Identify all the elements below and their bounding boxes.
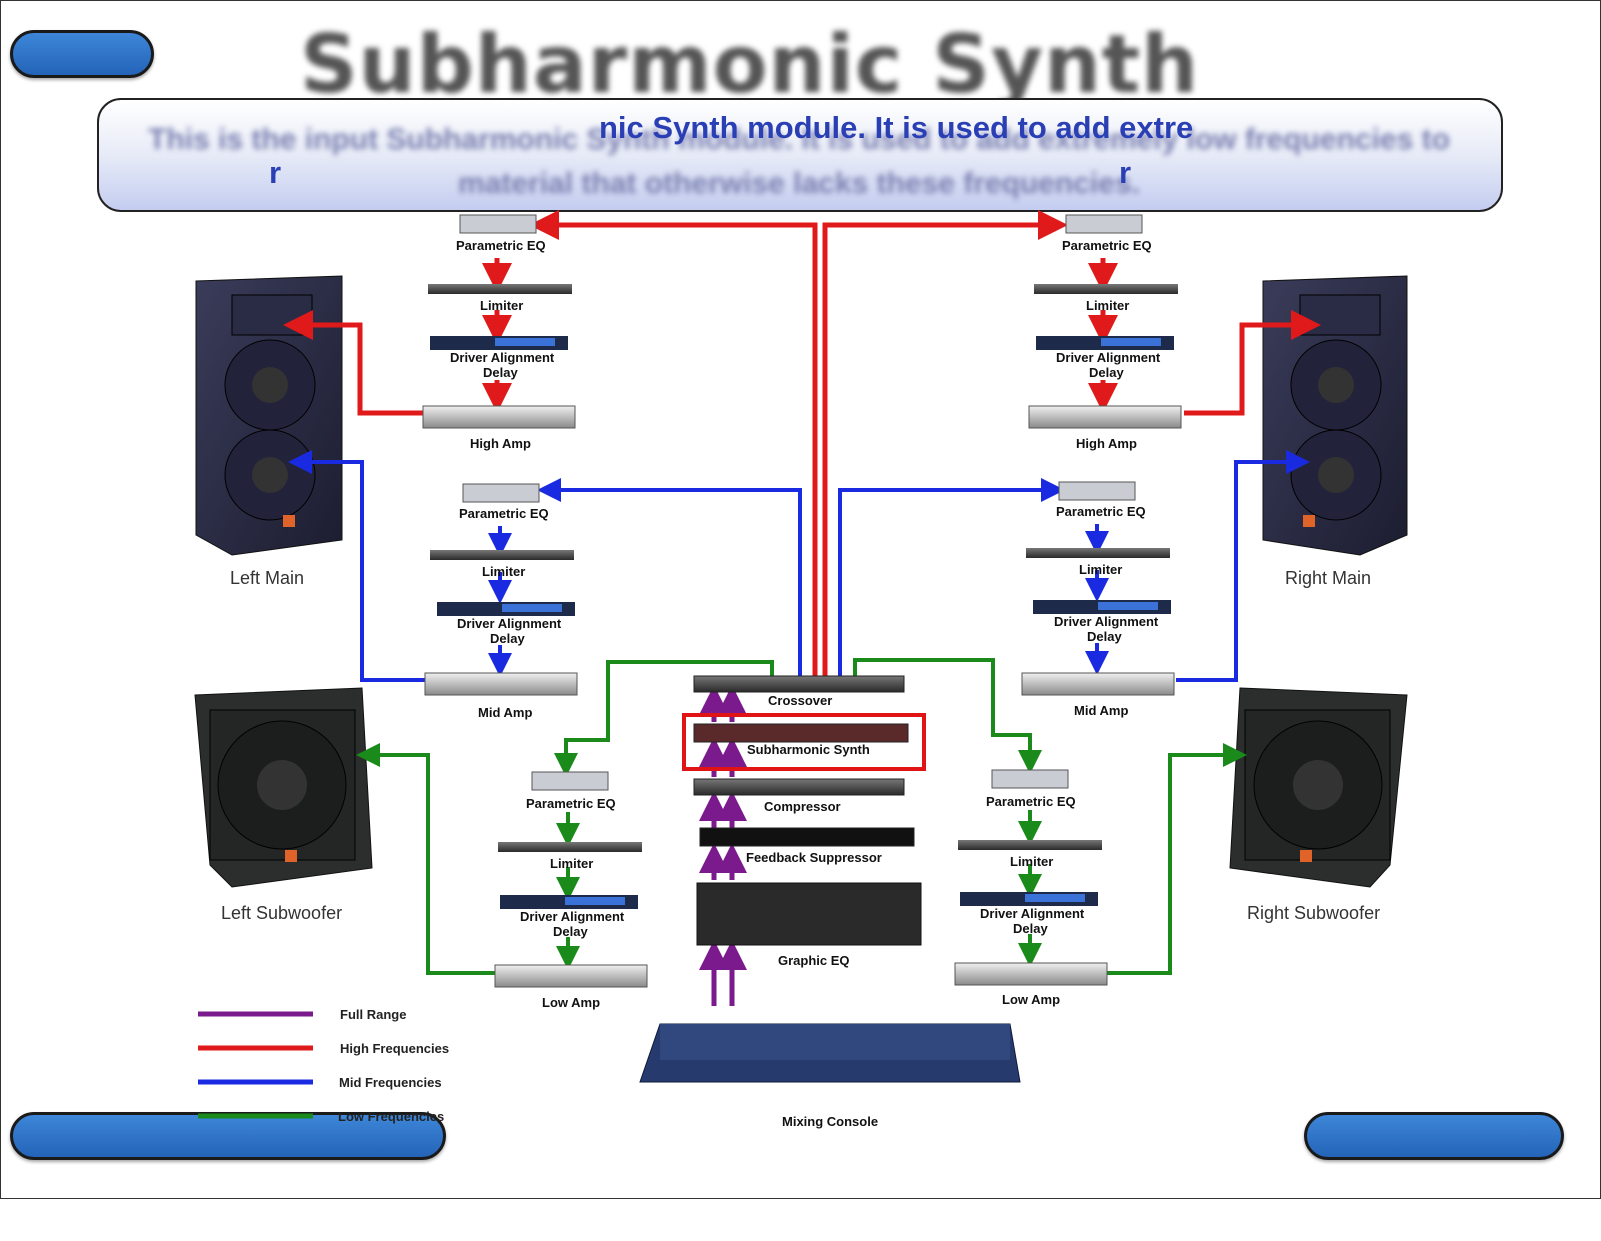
left-main-label: Left Main	[230, 568, 305, 588]
left-high-eq-label: Parametric EQ	[456, 238, 546, 253]
right-low-delay-label-2: Delay	[1013, 921, 1048, 936]
center-rack	[639, 675, 1021, 1083]
right-mid-delay-label-1: Driver Alignment	[1054, 614, 1159, 629]
right-subwoofer-speaker-icon	[1229, 687, 1408, 888]
left-subwoofer-label: Left Subwoofer	[221, 903, 343, 923]
left-low-limiter-label: Limiter	[550, 856, 594, 871]
right-main-label: Right Main	[1285, 568, 1372, 588]
right-high-amp-label: High Amp	[1076, 436, 1137, 451]
legend-swatches	[198, 1011, 313, 1119]
right-main-speaker-icon	[1262, 275, 1408, 556]
next-button[interactable]	[1304, 1112, 1564, 1160]
subharmonic-synth-label: Subharmonic Synth	[747, 742, 870, 757]
menu-button[interactable]	[10, 30, 154, 78]
legend-low-frequencies: Low Frequencies	[338, 1109, 445, 1124]
left-low-amp-label: Low Amp	[542, 995, 601, 1010]
right-high-limiter-label: Limiter	[1086, 298, 1130, 313]
left-mid-delay-label-2: Delay	[490, 631, 525, 646]
legend-mid-frequencies: Mid Frequencies	[339, 1075, 442, 1090]
graphic-eq-label: Graphic EQ	[778, 953, 850, 968]
description-visible-line2-right: r	[1119, 155, 1132, 190]
left-mid-limiter-label: Limiter	[482, 564, 526, 579]
right-mid-amp-label: Mid Amp	[1074, 703, 1129, 718]
left-low-delay-label-2: Delay	[553, 924, 588, 939]
right-subwoofer-label: Right Subwoofer	[1247, 903, 1381, 923]
left-subwoofer-speaker-icon	[194, 687, 373, 888]
left-high-limiter-label: Limiter	[480, 298, 524, 313]
description-blurred-text: This is the input Subharmonic Synth modu…	[148, 123, 1450, 200]
right-high-chain	[1028, 214, 1182, 429]
subharmonic-synth-highlight	[682, 713, 926, 771]
right-mid-chain	[1021, 481, 1175, 696]
description-visible-line2-left: r	[269, 155, 282, 190]
left-low-eq-label: Parametric EQ	[526, 796, 616, 811]
left-high-delay-label-2: Delay	[483, 365, 518, 380]
left-mid-delay-label-1: Driver Alignment	[457, 616, 562, 631]
left-high-chain	[422, 214, 576, 429]
right-low-limiter-label: Limiter	[1010, 854, 1054, 869]
left-mid-amp-label: Mid Amp	[478, 705, 533, 720]
right-mid-limiter-label: Limiter	[1079, 562, 1123, 577]
left-low-chain	[494, 771, 648, 988]
legend-full-range: Full Range	[340, 1007, 407, 1022]
crossover-label: Crossover	[768, 693, 833, 708]
legend-high-frequencies: High Frequencies	[340, 1041, 450, 1056]
left-high-amp-label: High Amp	[470, 436, 531, 451]
right-low-chain	[954, 769, 1108, 986]
right-high-delay-label-2: Delay	[1089, 365, 1124, 380]
left-high-delay-label-1: Driver Alignment	[450, 350, 555, 365]
right-low-eq-label: Parametric EQ	[986, 794, 1076, 809]
right-high-eq-label: Parametric EQ	[1062, 238, 1152, 253]
compressor-label: Compressor	[764, 799, 841, 814]
right-mid-eq-label: Parametric EQ	[1056, 504, 1146, 519]
left-low-delay-label-1: Driver Alignment	[520, 909, 625, 924]
right-mid-delay-label-2: Delay	[1087, 629, 1122, 644]
left-mid-chain	[424, 483, 578, 696]
page-title: Subharmonic Synth	[300, 18, 1200, 111]
description-box: This is the input Subharmonic Synth modu…	[97, 98, 1503, 212]
description-visible-line1: nic Synth module. It is used to add extr…	[599, 110, 1194, 145]
left-mid-eq-label: Parametric EQ	[459, 506, 549, 521]
feedback-suppressor-label: Feedback Suppressor	[746, 850, 882, 865]
mixing-console-label: Mixing Console	[782, 1114, 879, 1129]
right-high-delay-label-1: Driver Alignment	[1056, 350, 1161, 365]
right-low-delay-label-1: Driver Alignment	[980, 906, 1085, 921]
left-main-speaker-icon	[195, 275, 343, 556]
right-low-amp-label: Low Amp	[1002, 992, 1061, 1007]
